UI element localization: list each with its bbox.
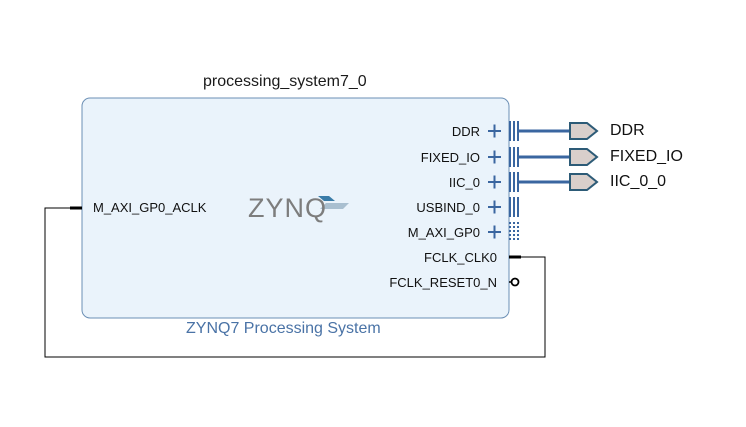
- external-port-label-iic-0-0: IIC_0_0: [610, 173, 667, 190]
- port-label-usbind-0: USBIND_0: [416, 200, 480, 215]
- fixed-io-expand-icon[interactable]: [488, 150, 501, 164]
- clock-loop-wire[interactable]: [44, 207, 546, 358]
- fixed-io-bus-stub[interactable]: [509, 147, 519, 167]
- m-axi-gp0-bus-stub[interactable]: [509, 222, 519, 242]
- usbind-0-bus-stub[interactable]: [509, 197, 519, 217]
- port-label-fclk-clk0: FCLK_CLK0: [424, 250, 497, 265]
- ddr-bus-stub[interactable]: [509, 121, 519, 141]
- port-label-ddr: DDR: [451, 124, 480, 139]
- zynq-logo-mark-icon: [318, 196, 349, 209]
- iic-0-0-external-port[interactable]: [569, 173, 599, 191]
- port-label-fixed-io: FIXED_IO: [420, 150, 480, 165]
- external-port-label-ddr: DDR: [610, 122, 645, 139]
- ddr-expand-icon[interactable]: [488, 124, 501, 138]
- external-port-label-fixed-io: FIXED_IO: [610, 148, 683, 165]
- iic-0-bus-stub[interactable]: [509, 172, 519, 192]
- port-label-iic-0: IIC_0: [448, 175, 480, 190]
- port-label-m-axi-gp0: M_AXI_GP0: [407, 225, 480, 240]
- block-instance-name: processing_system7_0: [203, 73, 367, 90]
- block-ip-name: ZYNQ7 Processing System: [186, 320, 381, 337]
- port-label-m-axi-gp0-aclk: M_AXI_GP0_ACLK: [93, 200, 207, 215]
- iic-0-expand-icon[interactable]: [488, 175, 501, 189]
- fclk-reset0-n-bubble[interactable]: [510, 277, 520, 287]
- port-label-fclk-reset0-n: FCLK_RESET0_N: [389, 275, 497, 290]
- ddr-external-port[interactable]: [569, 122, 599, 140]
- fixed-io-external-port[interactable]: [569, 148, 599, 166]
- usbind-0-expand-icon[interactable]: [488, 200, 501, 214]
- zynq-logo-text: ZYNQ: [248, 193, 328, 223]
- m-axi-gp0-expand-icon[interactable]: [488, 225, 501, 239]
